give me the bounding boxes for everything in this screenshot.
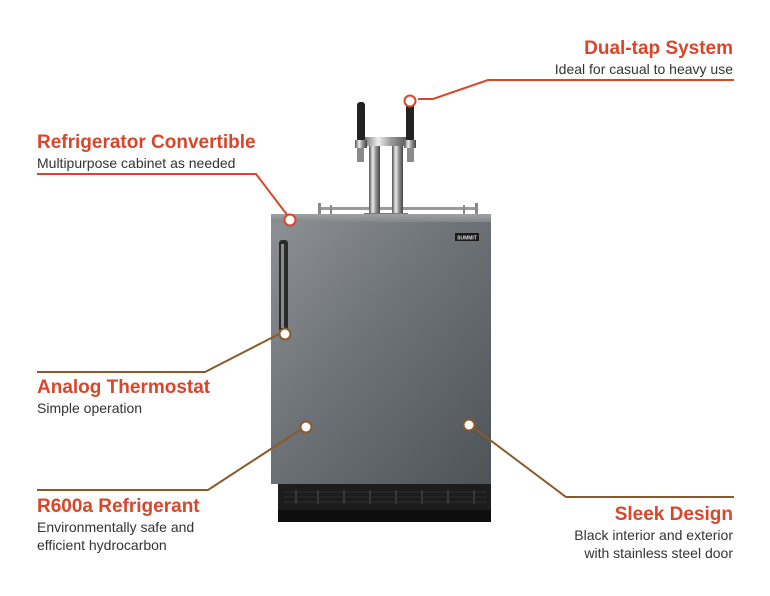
marker-thermostat [278, 327, 292, 341]
callout-description-line-2: efficient hydrocarbon [37, 537, 167, 553]
marker-convertible [283, 213, 297, 227]
connector-refrigerant [37, 429, 301, 491]
callout-title: Sleek Design [614, 504, 733, 525]
callout-description: Ideal for casual to heavy use [554, 61, 733, 77]
callout-description-line-1: Environmentally safe and [37, 519, 195, 535]
marker-sleek [462, 418, 476, 432]
stainless-door [271, 222, 491, 484]
callout-description: Simple operation [37, 400, 143, 416]
callout-description-line-1: Black interior and exterior [574, 527, 733, 543]
brand-label: SUMMIT [457, 236, 477, 242]
marker-dual-tap [403, 94, 417, 108]
callout-title: R600a Refrigerant [37, 496, 200, 517]
callout-title: Analog Thermostat [37, 377, 211, 398]
callout-title: Dual-tap System [584, 38, 733, 59]
callout-title: Refrigerator Convertible [37, 132, 256, 153]
brand-badge: SUMMIT [455, 233, 479, 242]
vent-grille [278, 484, 491, 522]
connector-convertible [37, 173, 289, 217]
callout-convertible: Refrigerator Convertible Multipurpose ca… [37, 132, 256, 172]
callout-description: Multipurpose cabinet as needed [37, 155, 236, 171]
tap-handle-left [355, 102, 367, 162]
door-handle [279, 240, 288, 332]
callout-refrigerant: R600a Refrigerant Environmentally safe a… [37, 496, 200, 554]
callout-sleek: Sleek Design Black interior and exterior… [574, 504, 733, 562]
cabinet-top [271, 214, 491, 224]
callout-dual-tap: Dual-tap System Ideal for casual to heav… [555, 38, 733, 78]
marker-refrigerant [299, 420, 313, 434]
callout-description-line-2: with stainless steel door [584, 545, 733, 561]
connector-thermostat [37, 333, 280, 373]
connector-sleek [473, 427, 734, 498]
connector-dual-tap [418, 79, 734, 100]
tap-handle-right [404, 102, 416, 162]
callout-thermostat: Analog Thermostat Simple operation [37, 377, 210, 417]
